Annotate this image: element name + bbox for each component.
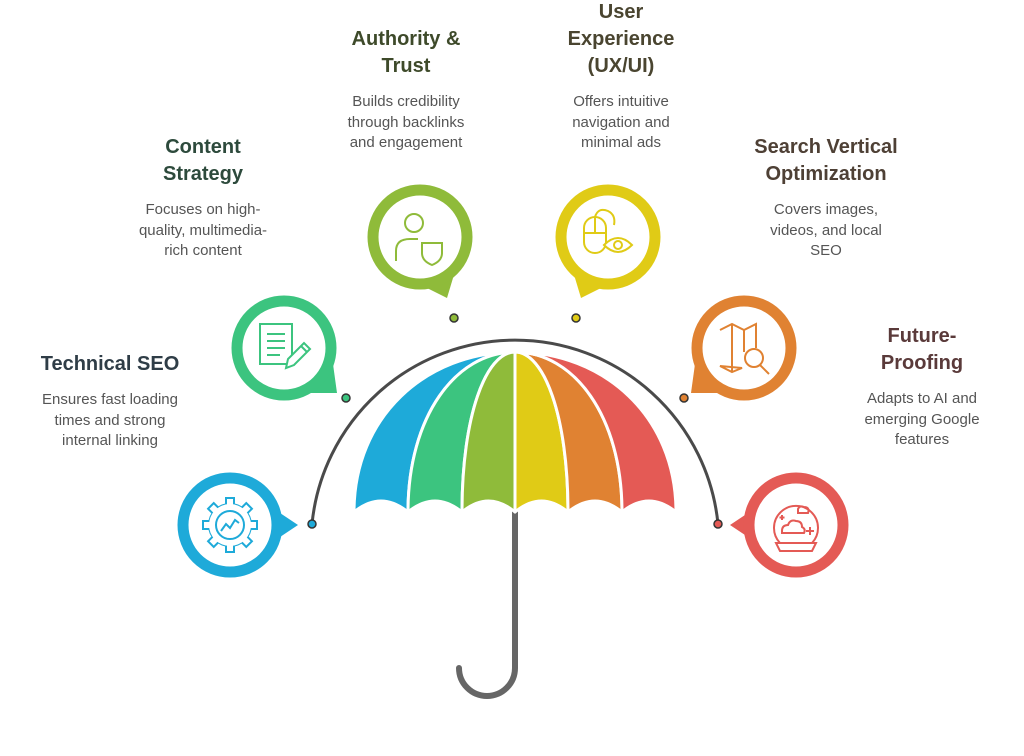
description-line: Covers images, <box>773 201 879 218</box>
arc-dot-content <box>341 393 351 403</box>
description-line: SEO <box>810 242 842 259</box>
item-title: Technical SEO <box>41 351 180 378</box>
arc-dot-search <box>679 393 689 403</box>
title-line: Search Vertical <box>754 136 898 158</box>
title-line: Future- <box>887 325 957 347</box>
description-line: quality, multimedia- <box>138 221 268 239</box>
description-line: Ensures fast loading <box>42 391 178 408</box>
gear-chart-icon <box>202 497 258 553</box>
umbrella-canopy <box>352 350 678 514</box>
crystal-ball-icon <box>773 504 819 552</box>
item-description: Adapts to AI and emerging Google features <box>864 389 979 451</box>
title-line: (UX/UI) <box>587 55 655 77</box>
description-line: internal linking <box>62 432 158 449</box>
description-line: features <box>894 431 950 448</box>
item-title: Future- Proofing <box>864 323 979 377</box>
title-line: Proofing <box>880 352 964 374</box>
bubble-content-strategy <box>231 295 337 401</box>
bubble-user-experience <box>555 184 661 298</box>
title-line: Strategy <box>162 163 244 185</box>
bubble-future-proofing <box>730 472 849 578</box>
user-shield-icon <box>395 213 443 267</box>
title-line: User <box>598 1 644 23</box>
description-line: emerging Google <box>864 410 980 428</box>
map-search-icon <box>719 322 770 375</box>
description-line: Adapts to AI and <box>866 390 978 407</box>
mouse-eye-icon <box>583 208 634 254</box>
arc-dot-future <box>713 519 723 529</box>
item-description: Focuses on high-quality, multimedia-rich… <box>139 200 267 262</box>
description-line: Focuses on high- <box>145 201 261 218</box>
description-line: Offers intuitive <box>573 93 669 110</box>
item-description: Offers intuitive navigation and minimal ad… <box>568 92 675 154</box>
item-description: Ensures fast loading times and strong inte… <box>41 390 180 452</box>
title-line: Experience <box>567 28 675 50</box>
description-line: times and strong <box>54 411 166 429</box>
item-title: Authority & Trust <box>348 26 465 80</box>
bubble-ring <box>367 184 473 290</box>
description-line: and engagement <box>349 134 463 151</box>
bubble-authority-trust <box>367 184 473 298</box>
bubble-search-vertical-optimization <box>691 295 797 401</box>
title-line: Content <box>165 136 241 158</box>
umbrella-handle <box>456 502 518 699</box>
title-line: Trust <box>381 55 431 77</box>
bubble-technical-seo <box>177 472 298 578</box>
title-line: Optimization <box>765 163 887 185</box>
arc-dots <box>307 313 723 529</box>
description-line: navigation and <box>572 113 670 131</box>
arc-dot-authority <box>449 313 459 323</box>
arc-dot-ux <box>571 313 581 323</box>
label-technical-seo: Technical SEO Ensures fast loading times a… <box>41 351 180 452</box>
description-line: rich content <box>164 242 242 259</box>
item-description: Builds credibility through backlinks and e… <box>348 92 465 154</box>
description-line: minimal ads <box>580 134 662 151</box>
canopy-panel-future <box>513 350 678 514</box>
arc-dot-technical <box>307 519 317 529</box>
description-line: videos, and local <box>770 221 882 239</box>
bubble-ring <box>555 184 661 290</box>
title-line: Authority & <box>351 28 461 50</box>
description-line: Builds credibility <box>352 93 460 110</box>
outer-arc <box>310 338 720 525</box>
document-pencil-icon <box>259 323 312 370</box>
description-line: through backlinks <box>347 113 465 131</box>
title-line: Technical SEO <box>40 353 180 375</box>
